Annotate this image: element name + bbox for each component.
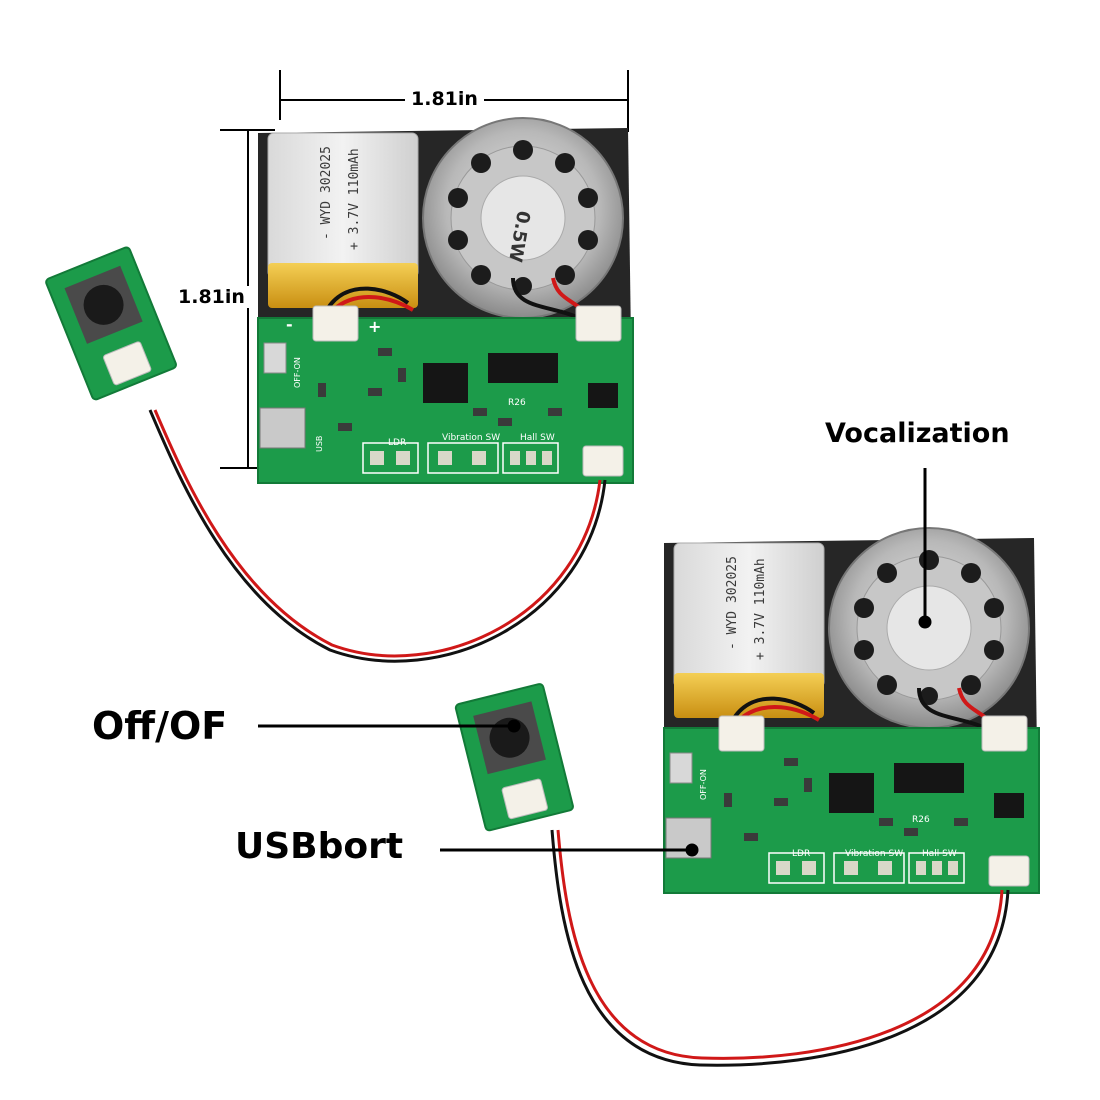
battery-spec-2: + 3.7V 110mAh <box>753 558 768 660</box>
width-dimension-label: 1.81in <box>405 88 484 110</box>
callout-usb-port: USBbort <box>235 826 404 867</box>
callout-off: Off/OF <box>92 704 228 748</box>
pcb-usb-1: USB <box>315 436 324 452</box>
pcb-vibration-2: Vibration SW <box>845 849 903 859</box>
push-button-module-2 <box>454 682 1010 1067</box>
callout-lines <box>258 468 932 857</box>
pcb-hall-1: Hall SW <box>520 433 555 443</box>
pcb-hall-2: Hall SW <box>922 849 957 859</box>
pcb-r26-2: R26 <box>912 815 930 825</box>
push-button-module-1 <box>44 245 607 663</box>
pcb-ldr-2: LDR <box>792 849 810 859</box>
sound-module-2: - WYD 302025 + 3.7V 110mAh LDR Vibration… <box>662 526 1041 895</box>
callout-vocalization: Vocalization <box>825 418 1010 449</box>
battery-spec-1: + 3.7V 110mAh <box>347 148 362 250</box>
battery-label-1: - WYD 302025 <box>319 146 334 240</box>
pcb-offon-1: OFF-ON <box>293 357 302 388</box>
sound-module-1: - WYD 302025 + 3.7V 110mAh 0.5W LDR Vibr… <box>256 116 635 485</box>
pcb-offon-2: OFF-ON <box>699 769 708 800</box>
pcb-minus-1: - <box>286 315 293 334</box>
battery-label-2: - WYD 302025 <box>725 556 740 650</box>
height-dimension-label: 1.81in <box>172 286 251 308</box>
pcb-vibration-1: Vibration SW <box>442 433 500 443</box>
pcb-plus-1: + <box>368 317 381 336</box>
pcb-ldr-1: LDR <box>388 438 406 448</box>
pcb-r26-1: R26 <box>508 398 526 408</box>
